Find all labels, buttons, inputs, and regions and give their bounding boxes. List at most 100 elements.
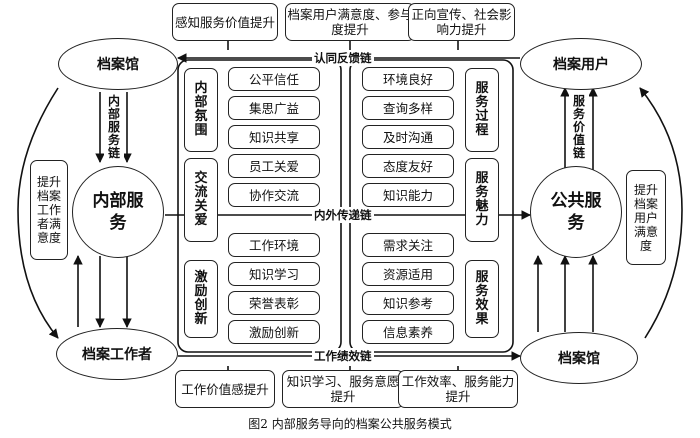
archive-top-label: 档案馆: [97, 57, 139, 73]
vertical-glyph: 服: [475, 81, 489, 96]
top-box-perceived-value: 感知服务价值提升: [172, 3, 278, 41]
vertical-glyph: 务: [475, 185, 489, 200]
left-item-text: 协作交流: [248, 187, 299, 203]
transfer-chain-label: 内外传递链: [312, 207, 374, 223]
public-service-label: 公共服务: [550, 191, 602, 233]
left-item-text: 员工关爱: [248, 158, 299, 174]
vertical-glyph: 服: [475, 171, 489, 186]
archive-top-node: 档案馆: [58, 38, 178, 90]
group-label-service-process: 服务过程: [465, 68, 499, 152]
left-item: 工作环境: [228, 233, 320, 257]
left-item: 激励创新: [228, 320, 320, 344]
users-node: 档案用户: [520, 38, 642, 90]
vertical-glyph: 务: [107, 133, 120, 147]
top-box-text-3: 正向宣传、社会影响力提升: [411, 7, 512, 37]
vertical-glyph: 服: [572, 94, 585, 108]
vertical-glyph: 值: [572, 133, 585, 147]
vertical-glyph: 流: [194, 185, 208, 200]
group-label-service-effect: 服务效果: [465, 260, 499, 338]
vertical-glyph: 服: [107, 120, 120, 134]
left-item: 荣誉表彰: [228, 291, 320, 315]
bottom-box-text-2: 知识学习、服务意愿提升: [286, 374, 400, 404]
right-item: 知识参考: [362, 291, 454, 315]
right-item: 资源适用: [362, 262, 454, 286]
vertical-glyph: 价: [572, 120, 585, 134]
vertical-glyph: 部: [107, 107, 120, 121]
vertical-glyph: 创: [194, 298, 208, 313]
right-item-text: 信息素养: [382, 324, 433, 340]
users-label: 档案用户: [553, 57, 609, 73]
bottom-box-work-value: 工作价值感提升: [175, 370, 275, 408]
top-box-text-2: 档案用户满意度、参与度提升: [287, 7, 413, 37]
vertical-glyph: 务: [475, 284, 489, 299]
right-item-text: 态度友好: [382, 158, 433, 174]
vertical-glyph: 围: [194, 123, 208, 138]
left-item-text: 知识学习: [248, 266, 299, 282]
bottom-box-text-1: 工作价值感提升: [181, 381, 269, 397]
right-item: 需求关注: [362, 233, 454, 257]
left-item: 知识学习: [228, 262, 320, 286]
left-item-text: 激励创新: [248, 324, 299, 340]
vertical-glyph: 效: [475, 298, 489, 313]
group-label-incentive-innovation: 激励创新: [184, 260, 218, 338]
right-note-user-satisfaction: 提升档案用户满意度: [626, 170, 666, 265]
right-item: 信息素养: [362, 320, 454, 344]
left-note-text: 提升档案工作者满意度: [36, 175, 61, 245]
vertical-glyph: 过: [475, 109, 489, 124]
right-item-text: 需求关注: [382, 237, 433, 253]
archive-bottom-node: 档案馆: [520, 332, 638, 384]
internal-service-node: 内部服务: [72, 166, 164, 258]
public-service-node: 公共服务: [530, 166, 622, 258]
vertical-glyph: 程: [475, 123, 489, 138]
left-item-text: 公平信任: [248, 71, 299, 87]
vertical-glyph: 链: [572, 146, 585, 160]
right-item: 态度友好: [362, 154, 454, 178]
vertical-glyph: 部: [194, 95, 208, 110]
left-note-worker-satisfaction: 提升档案工作者满意度: [30, 160, 68, 260]
vertical-glyph: 内: [107, 94, 120, 108]
right-item-text: 及时沟通: [382, 129, 433, 145]
vertical-glyph: 力: [475, 213, 489, 228]
bottom-box-efficiency-ability: 工作效率、服务能力提升: [398, 370, 518, 408]
left-item-text: 工作环境: [248, 237, 299, 253]
top-box-text-1: 感知服务价值提升: [174, 14, 275, 30]
vertical-glyph: 内: [194, 81, 208, 96]
right-item-text: 资源适用: [382, 266, 433, 282]
top-box-user-satisfaction: 档案用户满意度、参与度提升: [285, 3, 415, 41]
bottom-box-text-3: 工作效率、服务能力提升: [401, 374, 515, 404]
vertical-glyph: 氛: [194, 109, 208, 124]
right-note-text: 提升档案用户满意度: [633, 182, 658, 253]
left-item-text: 集思广益: [248, 100, 299, 116]
vertical-glyph: 爱: [194, 213, 208, 228]
right-item: 知识能力: [362, 183, 454, 207]
vertical-glyph: 魅: [475, 199, 489, 214]
vertical-glyph: 新: [194, 312, 208, 327]
right-item: 查询多样: [362, 96, 454, 120]
vertical-glyph: 激: [194, 270, 208, 285]
vertical-glyph: 励: [194, 284, 208, 299]
top-box-social-influence: 正向宣传、社会影响力提升: [408, 3, 515, 41]
right-item-text: 知识能力: [382, 187, 433, 203]
right-item: 环境良好: [362, 67, 454, 91]
vertical-glyph: 服: [475, 270, 489, 285]
right-item-text: 环境良好: [382, 71, 433, 87]
group-label-service-charm: 服务魅力: [465, 158, 499, 242]
left-item: 公平信任: [228, 67, 320, 91]
right-item-text: 知识参考: [382, 295, 433, 311]
feedback-chain-label: 认同反馈链: [312, 50, 374, 66]
left-item-text: 荣誉表彰: [248, 295, 299, 311]
vertical-glyph: 链: [107, 146, 120, 160]
workers-node: 档案工作者: [56, 328, 178, 380]
vertical-glyph: 务: [475, 95, 489, 110]
vertical-glyph: 交: [194, 171, 208, 186]
group-label-internal-atmosphere: 内部氛围: [184, 68, 218, 152]
internal-service-chain-label: 内部服务链: [104, 95, 124, 160]
right-item-text: 查询多样: [382, 100, 433, 116]
performance-chain-label: 工作绩效链: [312, 348, 374, 364]
archive-bottom-label: 档案馆: [558, 351, 600, 367]
left-item: 员工关爱: [228, 154, 320, 178]
left-item: 协作交流: [228, 183, 320, 207]
figure-caption: 图2 内部服务导向的档案公共服务模式: [248, 417, 452, 431]
internal-service-label: 内部服务: [92, 191, 144, 233]
vertical-glyph: 关: [194, 199, 208, 214]
